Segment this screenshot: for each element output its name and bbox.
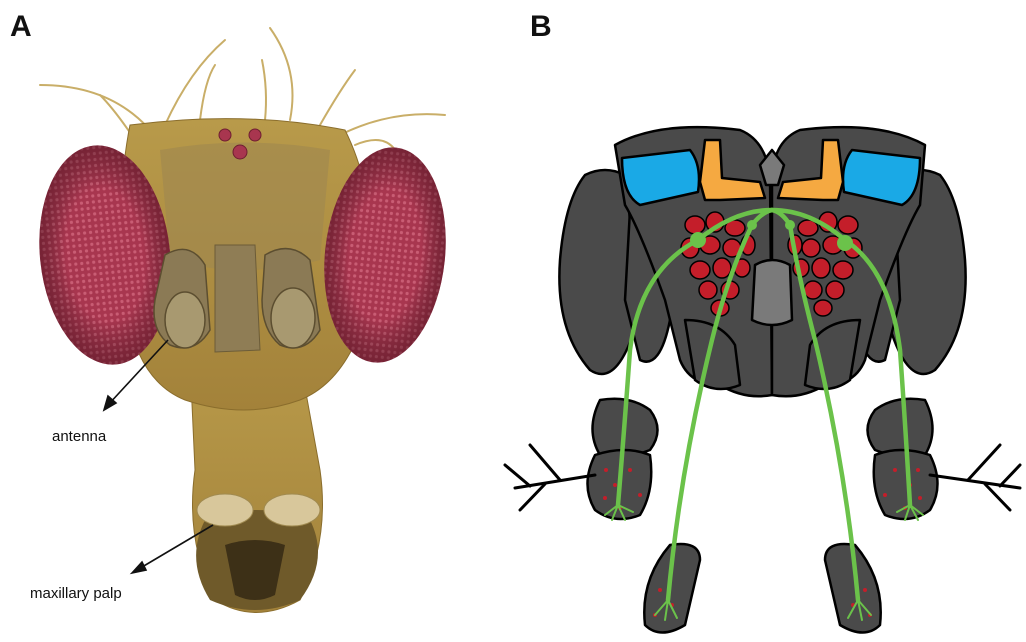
antenna-label: antenna — [52, 428, 106, 445]
maxillary-palp-label: maxillary palp — [30, 585, 122, 602]
